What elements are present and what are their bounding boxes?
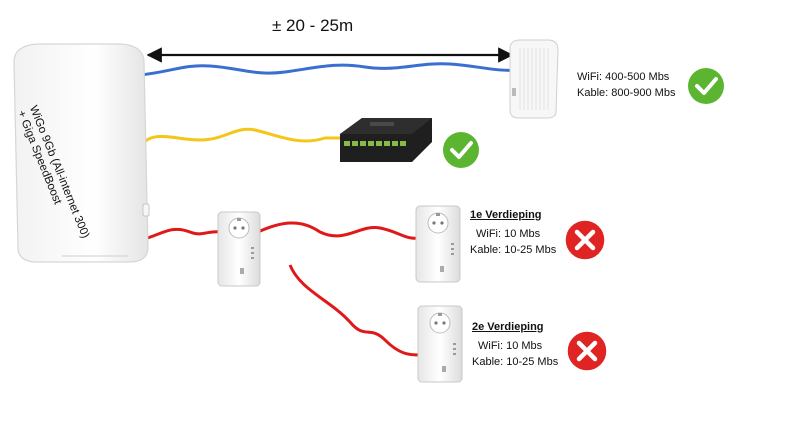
floor1-wifi: WiFi: 10 Mbs <box>476 228 541 240</box>
check-icon <box>688 68 724 104</box>
floor1-kable: Kable: 10-25 Mbs <box>470 244 557 256</box>
red-cable-2e <box>288 264 421 357</box>
powerline-adapter-main <box>217 211 261 287</box>
check-icon <box>443 132 479 168</box>
switch-device <box>340 118 432 162</box>
floor1-title: 1e Verdieping <box>470 209 542 221</box>
powerline-adapter-1e <box>415 205 461 283</box>
access-point-device <box>509 39 559 119</box>
red-cable-to-adapter <box>139 227 223 242</box>
cross-icon <box>564 219 606 261</box>
access-point-stats: WiFi: 400-500 Mbs Kable: 800-900 Mbs <box>577 69 675 101</box>
floor2-kable: Kable: 10-25 Mbs <box>472 356 559 368</box>
blue-cable <box>139 62 523 77</box>
floor2-wifi: WiFi: 10 Mbs <box>478 340 543 352</box>
yellow-cable <box>138 127 342 149</box>
floor2-title: 2e Verdieping <box>472 321 544 333</box>
floor2-stats: 2e Verdieping WiFi: 10 Mbs Kable: 10-25 … <box>472 321 558 370</box>
floor1-stats: 1e Verdieping WiFi: 10 Mbs Kable: 10-25 … <box>470 209 556 258</box>
router-device <box>13 43 150 263</box>
access-point-kable: Kable: 800-900 Mbs <box>577 87 676 99</box>
powerline-adapter-2e <box>417 305 463 383</box>
distance-label: ± 20 - 25m <box>272 16 354 35</box>
cross-icon <box>566 330 608 372</box>
red-cable-1e <box>257 221 421 240</box>
access-point-wifi: WiFi: 400-500 Mbs <box>577 71 670 83</box>
